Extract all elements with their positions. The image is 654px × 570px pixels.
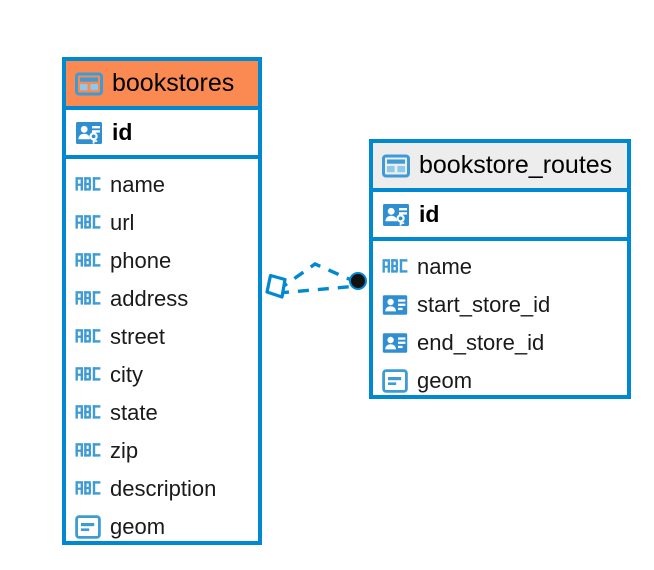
- field-label: address: [110, 286, 189, 311]
- field-row[interactable]: name: [75, 166, 258, 204]
- relationship-connector[interactable]: [258, 250, 378, 312]
- field-row[interactable]: description: [75, 470, 258, 508]
- field-row[interactable]: phone: [75, 242, 258, 280]
- entity-title: bookstores: [112, 69, 235, 97]
- field-label: phone: [110, 248, 172, 273]
- field-row[interactable]: name: [382, 248, 627, 286]
- primary-key-icon: [75, 119, 103, 147]
- table-icon: [382, 152, 410, 180]
- abc-icon: [75, 252, 101, 270]
- field-label: state: [110, 400, 158, 425]
- table-icon: [75, 70, 103, 98]
- abc-icon: [75, 290, 101, 308]
- field-row[interactable]: city: [75, 356, 258, 394]
- field-label: street: [110, 324, 166, 349]
- abc-icon: [75, 480, 101, 498]
- primary-key-row-bookstore-routes[interactable]: id: [373, 192, 627, 241]
- field-label: name: [417, 254, 473, 279]
- geometry-icon: [382, 369, 408, 393]
- geometry-icon: [75, 515, 101, 539]
- abc-icon: [75, 328, 101, 346]
- abc-icon: [75, 176, 101, 194]
- foreign-key-icon: [382, 330, 408, 356]
- field-row[interactable]: state: [75, 394, 258, 432]
- relationship-source-diamond-icon: [265, 273, 287, 299]
- field-label: geom: [110, 514, 166, 539]
- primary-key-label: id: [112, 119, 133, 145]
- relationship-target-circle-icon: [349, 272, 367, 290]
- primary-key-label: id: [419, 201, 440, 227]
- field-label: start_store_id: [417, 292, 551, 317]
- field-row[interactable]: start_store_id: [382, 286, 627, 324]
- relationship-line-upper: [277, 262, 359, 292]
- field-label: description: [110, 476, 217, 501]
- field-row[interactable]: url: [75, 204, 258, 242]
- field-label: city: [110, 362, 143, 387]
- entity-title: bookstore_routes: [419, 151, 613, 179]
- abc-icon: [382, 258, 408, 276]
- field-row[interactable]: address: [75, 280, 258, 318]
- field-row[interactable]: zip: [75, 432, 258, 470]
- field-row[interactable]: street: [75, 318, 258, 356]
- field-label: geom: [417, 368, 473, 393]
- field-row[interactable]: geom: [75, 508, 258, 546]
- entity-bookstores[interactable]: bookstores id: [62, 57, 262, 545]
- abc-icon: [75, 404, 101, 422]
- abc-icon: [75, 214, 101, 232]
- entity-bookstore-routes[interactable]: bookstore_routes id: [369, 139, 631, 399]
- entity-header-bookstore-routes[interactable]: bookstore_routes: [373, 143, 627, 192]
- field-label: url: [110, 210, 135, 235]
- entity-header-bookstores[interactable]: bookstores: [66, 61, 258, 110]
- field-label: name: [110, 172, 166, 197]
- abc-icon: [75, 442, 101, 460]
- primary-key-icon: [382, 201, 410, 229]
- field-label: end_store_id: [417, 330, 545, 355]
- field-list-bookstore-routes: name start_store_id: [373, 241, 627, 400]
- field-label: zip: [110, 438, 139, 463]
- field-list-bookstores: name: [66, 159, 258, 546]
- field-row[interactable]: geom: [382, 362, 627, 400]
- abc-icon: [75, 366, 101, 384]
- field-row[interactable]: end_store_id: [382, 324, 627, 362]
- foreign-key-icon: [382, 292, 408, 318]
- primary-key-row-bookstores[interactable]: id: [66, 110, 258, 159]
- relationship-line-lower: [277, 284, 359, 295]
